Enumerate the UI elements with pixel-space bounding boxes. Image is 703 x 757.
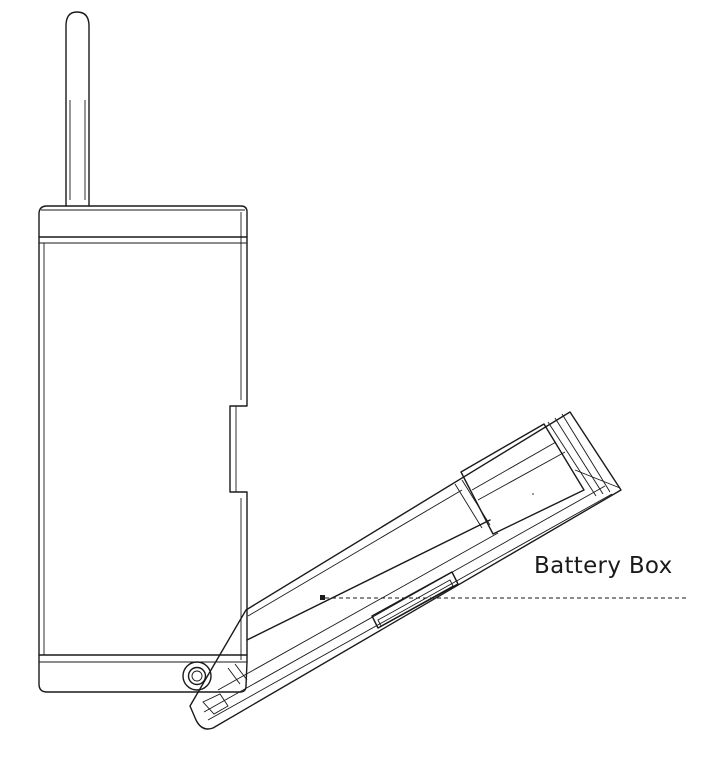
battery-box — [189, 411, 622, 730]
hinge-screw — [182, 661, 212, 691]
main-housing — [38, 205, 248, 693]
callout-leader — [320, 595, 686, 600]
antenna — [65, 11, 90, 207]
leader-dot — [320, 595, 325, 600]
battery-box-label: Battery Box — [534, 553, 673, 579]
